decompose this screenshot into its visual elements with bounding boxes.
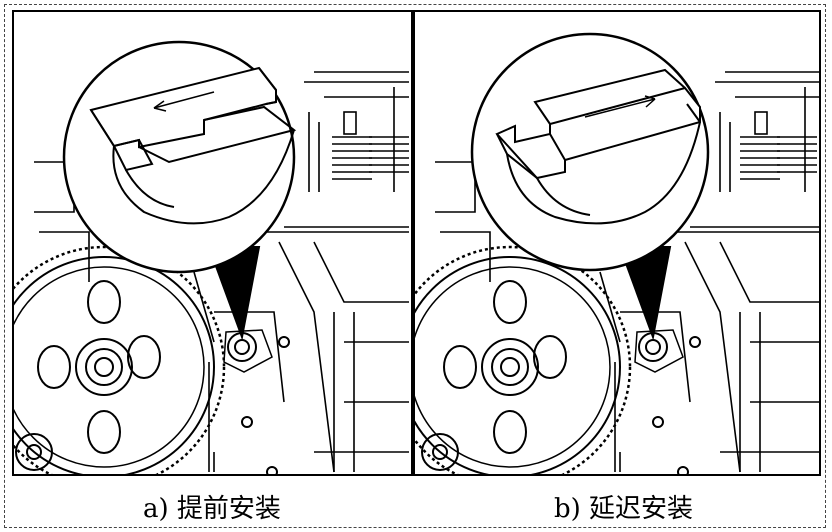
engine-outline-a <box>34 71 409 473</box>
panel-delay-install <box>413 10 821 476</box>
arrow-right-icon <box>644 95 656 108</box>
arrow-left-icon <box>153 100 167 112</box>
crank-bolt-a <box>223 329 290 474</box>
key-magnifier-b <box>470 32 710 272</box>
caption-delay-install: b) 延迟安装 <box>554 494 694 524</box>
cam-gear-a <box>14 245 226 474</box>
engine-illustration-a <box>14 40 409 474</box>
engine-outline-b <box>435 71 819 473</box>
engine-illustration-b <box>415 32 819 474</box>
key-magnifier-a <box>62 40 297 274</box>
cam-gear-b <box>415 245 632 474</box>
panel-advance-install <box>12 10 413 476</box>
valve-springs-b <box>740 111 817 180</box>
valve-springs-a <box>332 111 409 180</box>
crank-bolt-b <box>634 329 701 474</box>
caption-advance-install: a) 提前安装 <box>143 494 281 524</box>
figure-frame <box>4 4 826 528</box>
